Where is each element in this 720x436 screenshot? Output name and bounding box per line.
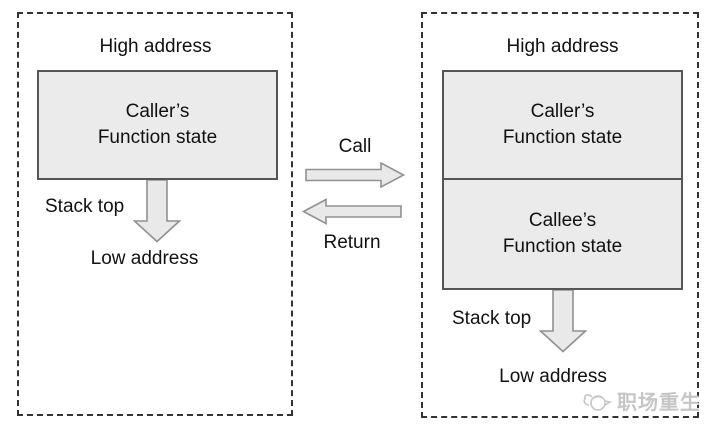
caller-box-line1: Caller’s — [530, 101, 595, 122]
caller-function-state-box: Caller’s Function state — [442, 70, 683, 180]
call-right-arrow-icon — [305, 162, 405, 188]
stack-top-label: Stack top — [452, 308, 532, 329]
high-address-label: High address — [506, 36, 619, 57]
caller-box-line2: Function state — [502, 127, 623, 148]
after-call-panel: High address Caller’s Function state Cal… — [421, 12, 699, 418]
low-address-label: Low address — [499, 366, 607, 387]
return-left-arrow-icon — [302, 198, 402, 225]
before-call-panel: High address Caller’s Function state Sta… — [17, 12, 293, 416]
low-address-label: Low address — [90, 248, 199, 269]
callee-box-line1: Callee’s — [528, 210, 597, 231]
caller-function-state-box: Caller’s Function state — [37, 70, 278, 180]
stack-grow-down-arrow-icon — [539, 290, 587, 353]
callee-function-state-box: Callee’s Function state — [442, 178, 683, 290]
caller-box-line2: Function state — [97, 127, 218, 148]
call-label: Call — [338, 136, 372, 157]
watermark: 职场重生 — [582, 386, 701, 415]
stack-grow-down-arrow-icon — [133, 180, 181, 243]
stack-top-label: Stack top — [45, 196, 125, 217]
caller-box-line1: Caller’s — [125, 101, 190, 122]
return-label: Return — [323, 232, 381, 253]
high-address-label: High address — [99, 36, 212, 57]
watermark-text: 职场重生 — [617, 392, 701, 414]
callee-box-line2: Function state — [502, 236, 623, 257]
watermark-bird-icon — [583, 393, 612, 411]
